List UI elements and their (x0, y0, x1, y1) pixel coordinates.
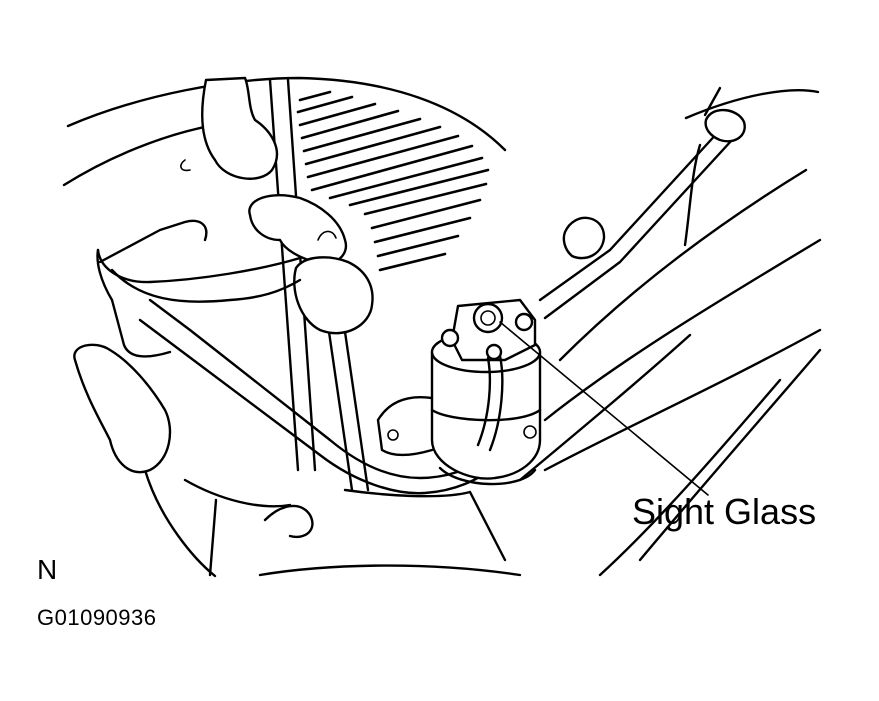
head-bolt-right (514, 312, 534, 332)
hood-inner-line (62, 122, 224, 187)
splash-shield-inner (598, 378, 782, 577)
figure-id-label: G01090936 (37, 605, 157, 630)
lower-frame-line (258, 564, 522, 577)
harness-lead (683, 143, 702, 247)
harness-wire (703, 86, 722, 117)
clamp-tab (180, 159, 191, 172)
line-clamp-lower (293, 256, 374, 335)
hood-panel-outline (66, 76, 507, 152)
lower-bracket-edge (343, 488, 507, 562)
line-clamp-upper (248, 193, 348, 265)
bracket-hole (523, 425, 537, 439)
pressure-line-inner (543, 138, 734, 320)
receiver-mount-bracket (376, 396, 434, 457)
support-post-line (208, 498, 218, 577)
upper-bracket-clamp (201, 76, 279, 180)
outlet-pipe-left (476, 356, 492, 447)
left-clamp-block (73, 343, 172, 474)
pressure-line-outer (538, 128, 722, 302)
radiator-support-line (143, 468, 217, 578)
sight-glass-lens (480, 310, 496, 326)
pipe-loop-upper-edge (96, 248, 302, 284)
connector-cap (562, 216, 606, 260)
harness-clip (704, 108, 746, 143)
bracket-bolt (387, 429, 399, 441)
outlet-pipe-right (488, 354, 504, 452)
pipe-loop-left (96, 248, 172, 358)
pipe-loop-lower-edge (110, 268, 302, 303)
view-code-label: N (37, 554, 58, 585)
pipe-left-end (98, 219, 208, 264)
lower-fastener (263, 504, 314, 539)
fender-lower-line (543, 328, 822, 472)
head-bolt-left (440, 328, 460, 348)
bracket-line (518, 333, 692, 482)
receiver-base (438, 466, 537, 486)
sight-glass-leader-line (499, 321, 709, 496)
fender-top-line (684, 89, 820, 120)
fender-mid-line (543, 238, 822, 422)
lower-support-line (183, 478, 292, 508)
sight-glass-label: Sight Glass (632, 491, 817, 532)
splash-shield-line (638, 348, 822, 562)
clamp-bolt-upper (317, 230, 337, 241)
liquid-line-inner (138, 318, 500, 495)
sight-glass-window (472, 302, 504, 334)
outlet-fitting (485, 343, 503, 361)
fender-edge-line (558, 168, 808, 362)
condenser-fins (296, 90, 490, 272)
